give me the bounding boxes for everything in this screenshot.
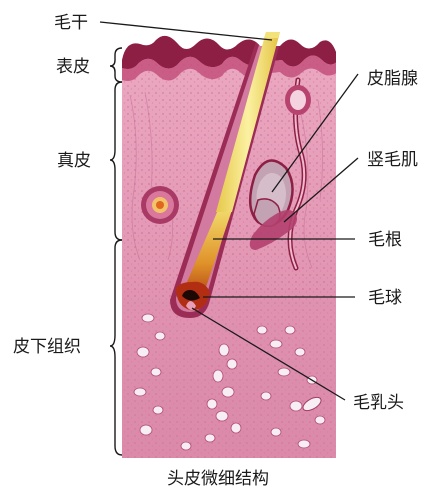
- leader-hair-shaft: [100, 22, 272, 40]
- brace-dermis: [110, 82, 122, 240]
- brace-subcutaneous: [110, 240, 122, 455]
- label-arrector-pili: 竖毛肌: [367, 150, 418, 170]
- label-hair-root: 毛根: [368, 230, 402, 250]
- gland-cross-section: [285, 85, 311, 115]
- label-dermal-papilla: 毛乳头: [353, 393, 404, 413]
- tissue-block: [118, 30, 340, 462]
- label-epidermis: 表皮: [56, 57, 90, 77]
- follicle-cross-section: [141, 186, 179, 224]
- label-subcutaneous: 皮下组织: [13, 337, 81, 357]
- label-hair-bulb: 毛球: [368, 288, 402, 308]
- label-sebaceous-gland: 皮脂腺: [367, 69, 418, 89]
- figure-caption: 头皮微细结构: [167, 469, 269, 489]
- label-dermis: 真皮: [57, 151, 91, 171]
- brace-epidermis: [110, 48, 122, 82]
- label-hair-shaft: 毛干: [54, 13, 88, 33]
- subcutaneous-fat: [118, 300, 340, 460]
